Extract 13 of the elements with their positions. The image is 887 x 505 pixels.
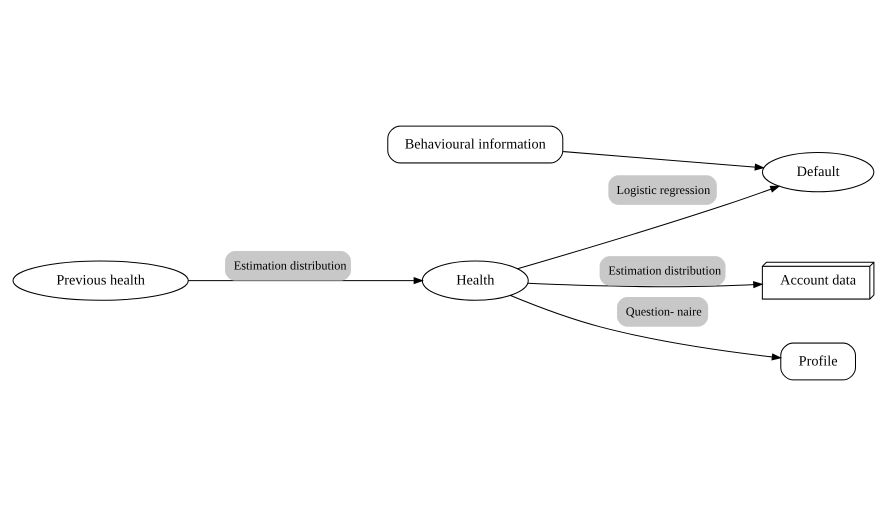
node-ellipse: Health (422, 260, 529, 300)
node-box: Behavioural information (387, 125, 564, 163)
arrow (563, 150, 765, 170)
arrow (510, 294, 782, 360)
arrow (517, 185, 780, 269)
edge-label: Logistic regression (616, 182, 710, 196)
edge-label: Estimation distribution (608, 263, 722, 278)
arrow (528, 280, 764, 288)
edge-label: Estimation distribution (234, 258, 347, 272)
arrow (188, 276, 424, 284)
edge-label: Question- naire (626, 304, 702, 318)
node-ellipse: Previous health (12, 260, 189, 300)
node-box: Profile (780, 342, 856, 380)
